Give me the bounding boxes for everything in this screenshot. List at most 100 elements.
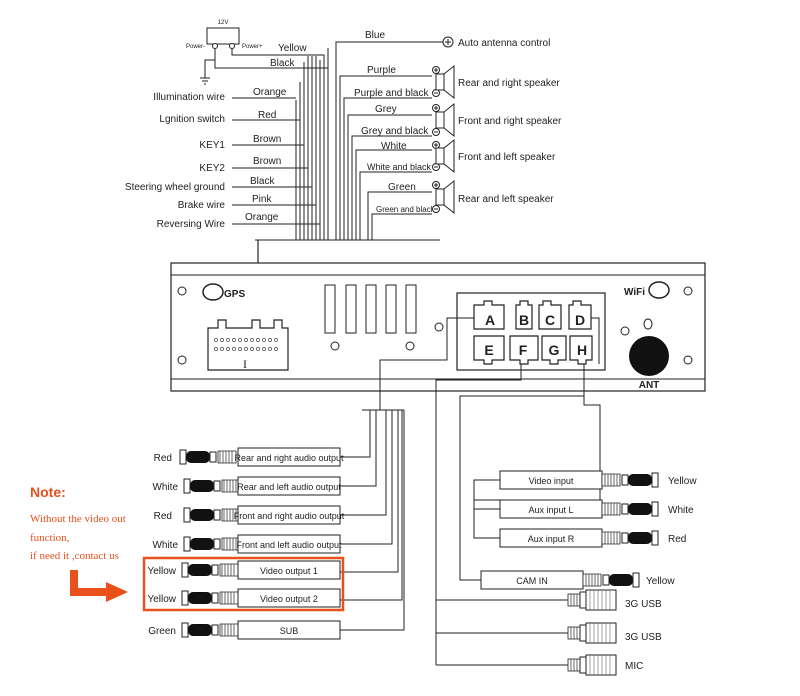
svg-text:White: White [381,141,407,152]
port-b: B [515,300,533,330]
svg-text:Brown: Brown [253,134,281,145]
svg-text:Aux input R: Aux input R [528,534,575,544]
port-wiring [340,317,601,666]
svg-text:Video output 2: Video output 2 [260,594,318,604]
wire-name-brake: Brake wire [178,200,226,211]
wire-name-key1: KEY1 [199,140,225,151]
svg-text:Yellow: Yellow [646,576,675,587]
port-c: C [538,300,562,330]
svg-text:Red: Red [154,453,172,464]
wire-color-blue: Blue [365,30,385,41]
wire-name-ignition: Lgnition switch [159,114,225,125]
outputs: Red Rear and right audio output White Re… [142,447,345,640]
output-row: White Rear and left audio output [152,476,341,496]
svg-text:B: B [519,312,529,328]
svg-text:White: White [152,540,178,551]
svg-text:Red: Red [668,534,686,545]
svg-text:Grey and black: Grey and black [361,126,429,137]
svg-text:Orange: Orange [245,212,279,223]
speaker-label-rear-right: Rear and right speaker [458,78,560,89]
svg-text:White: White [152,482,178,493]
svg-text:Video input: Video input [529,476,574,486]
svg-text:Yellow: Yellow [147,566,176,577]
svg-text:Front and left audio output: Front and left audio output [236,540,342,550]
head-unit: GPS I A B C [170,262,706,392]
usb-row: 3G USB [567,622,662,644]
svg-text:Green and black: Green and black [376,205,436,214]
note-line-1: Without the video out [30,513,126,525]
left-harness: Yellow Black Illumination wire Orange Lg… [125,43,440,330]
wifi-port-icon [648,281,670,299]
port-a: A [473,300,505,330]
svg-text:H: H [577,342,587,358]
cam-in-row: CAM IN Yellow [480,570,675,590]
speaker-label-rear-left: Rear and left speaker [458,194,554,205]
svg-text:Pink: Pink [252,194,272,205]
svg-text:Power+: Power+ [242,44,263,50]
mic-row: MIC [567,654,643,676]
svg-text:Yellow: Yellow [147,594,176,605]
output-row-video: Yellow Video output 1 [147,560,341,580]
svg-text:12V: 12V [218,20,229,26]
svg-text:CAM IN: CAM IN [516,576,548,586]
svg-text:F: F [519,342,528,358]
ant-label: ANT [639,380,660,391]
svg-text:E: E [484,342,493,358]
svg-text:Purple: Purple [367,65,396,76]
wire-name-reversing: Reversing Wire [157,219,226,230]
wire-name-steering: Steering wheel ground [125,182,225,193]
svg-text:Red: Red [154,511,172,522]
svg-text:White and black: White and black [367,162,432,172]
port-e: E [473,335,505,365]
svg-text:Black: Black [250,176,275,187]
inputs: Video input Yellow Aux input L White Aux… [480,470,697,676]
svg-text:SUB: SUB [280,626,299,636]
svg-text:Grey: Grey [375,104,397,115]
output-row: Red Front and right audio output [154,505,345,525]
note-line-3: if need it ,contact us [30,550,119,562]
svg-text:Video output 1: Video output 1 [260,566,318,576]
svg-text:D: D [575,312,585,328]
note-arrow-icon [70,570,128,602]
battery-ground: 12V Power- Power+ [186,20,320,85]
svg-text:3G USB: 3G USB [625,599,662,610]
port-g: G [541,335,567,365]
svg-text:Purple and black: Purple and black [354,88,429,99]
gps-label: GPS [224,289,245,300]
wire-color-black: Black [270,58,295,69]
svg-text:Power-: Power- [186,44,205,50]
port-h: H [569,335,593,365]
note-line-2: function, [30,532,70,544]
wire-color-yellow: Yellow [278,43,307,54]
gps-port-icon [202,283,224,301]
main-connector [207,319,289,371]
speaker-label-front-right: Front and right speaker [458,116,562,127]
port-f: F [509,335,539,365]
svg-text:G: G [549,342,560,358]
svg-text:Front and right audio output: Front and right audio output [234,511,345,521]
wifi-label: WiFi [624,287,645,298]
svg-text:MIC: MIC [625,661,643,672]
antenna-port-icon [629,336,669,376]
svg-text:Red: Red [258,110,276,121]
svg-text:Yellow: Yellow [668,476,697,487]
output-row: White Front and left audio output [152,534,342,554]
note-title: Note: [30,484,66,500]
wire-name-illumination: Illumination wire [153,92,225,103]
video-output-highlight [142,556,345,612]
output-row: Red Rear and right audio output [154,447,344,467]
svg-text:Orange: Orange [253,87,287,98]
svg-text:Brown: Brown [253,156,281,167]
right-harness: Blue Auto antenna control Purple Purple … [335,30,562,240]
svg-text:3G USB: 3G USB [625,632,662,643]
svg-text:I: I [243,357,247,371]
output-row: Green SUB [148,620,341,640]
wire-name-key2: KEY2 [199,163,225,174]
input-row: Aux input L White [499,499,694,519]
output-row-video: Yellow Video output 2 [147,588,341,608]
input-row: Video input Yellow [499,470,697,490]
port-d: D [568,300,592,330]
svg-text:Rear and left audio output: Rear and left audio output [237,482,341,492]
svg-text:C: C [545,312,555,328]
